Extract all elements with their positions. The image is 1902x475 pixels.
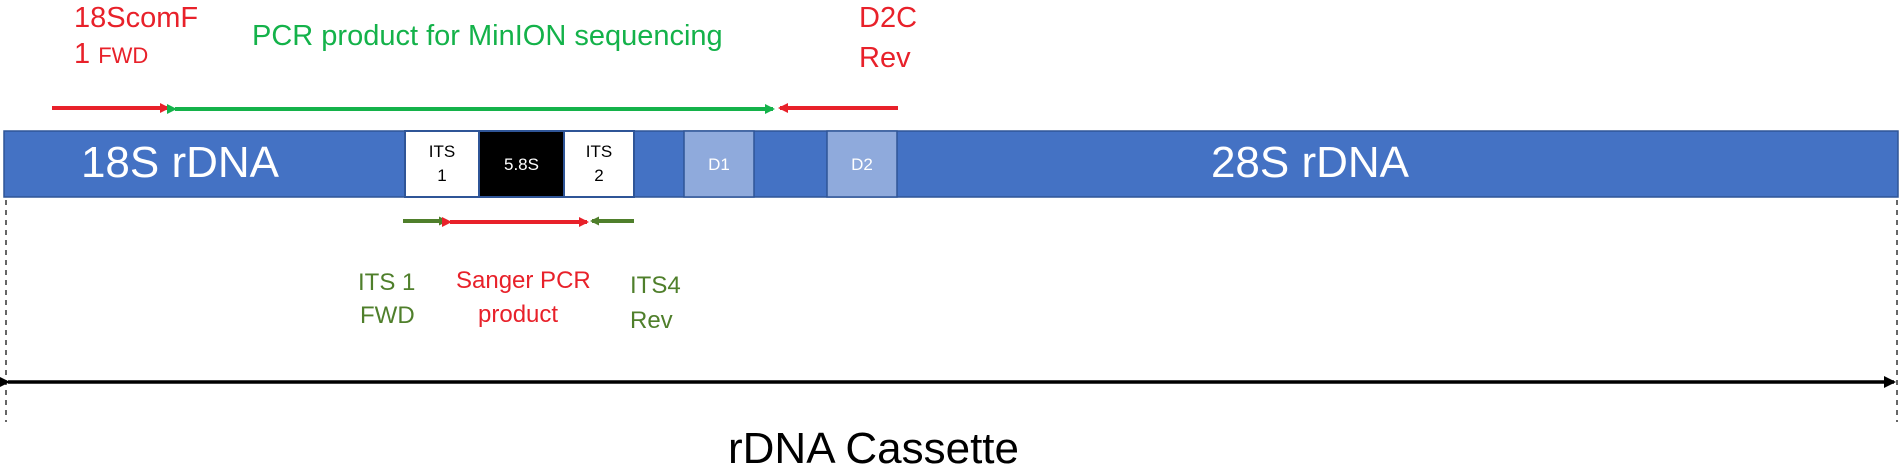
its2-label-1: ITS: [585, 142, 613, 161]
s58-label: 5.8S: [504, 155, 539, 174]
cassette-title: rDNA Cassette: [728, 424, 1019, 473]
fwd18-label-number: 1: [74, 38, 99, 70]
its4-rev-label-line1: ITS4: [630, 272, 681, 299]
s18-label: 18S rDNA: [80, 138, 280, 187]
its1-box: [404, 130, 480, 198]
s58-box: [478, 130, 565, 198]
d2-box: [826, 130, 898, 198]
fwd18-label-line2: 1 FWD: [74, 38, 148, 70]
its1-label-2: 1: [437, 166, 447, 185]
d2-label: D2: [851, 155, 873, 174]
its1-label-1: ITS: [428, 142, 456, 161]
fwd18-label-fwd: FWD: [98, 43, 149, 68]
its2-label-2: 2: [594, 166, 604, 185]
its1-fwd-label-line2: FWD: [360, 302, 415, 329]
its4-rev-label-line2: Rev: [630, 307, 673, 334]
sanger-label-line1: Sanger PCR: [456, 267, 591, 294]
d2c-label-line1: D2C: [859, 2, 918, 34]
sanger-label-line2: product: [478, 301, 559, 328]
s28-label: 28S rDNA: [1210, 138, 1410, 187]
fwd18-label-line1: 18ScomF: [74, 2, 199, 34]
d1-label: D1: [708, 155, 730, 174]
rdna-bar: [3, 130, 1899, 198]
its2-box: [563, 130, 635, 198]
d2c-label-line2: Rev: [859, 42, 911, 74]
its1-fwd-label-line1: ITS 1: [358, 269, 416, 296]
d1-box: [683, 130, 755, 198]
minion-product-label: PCR product for MinION sequencing: [252, 20, 723, 52]
